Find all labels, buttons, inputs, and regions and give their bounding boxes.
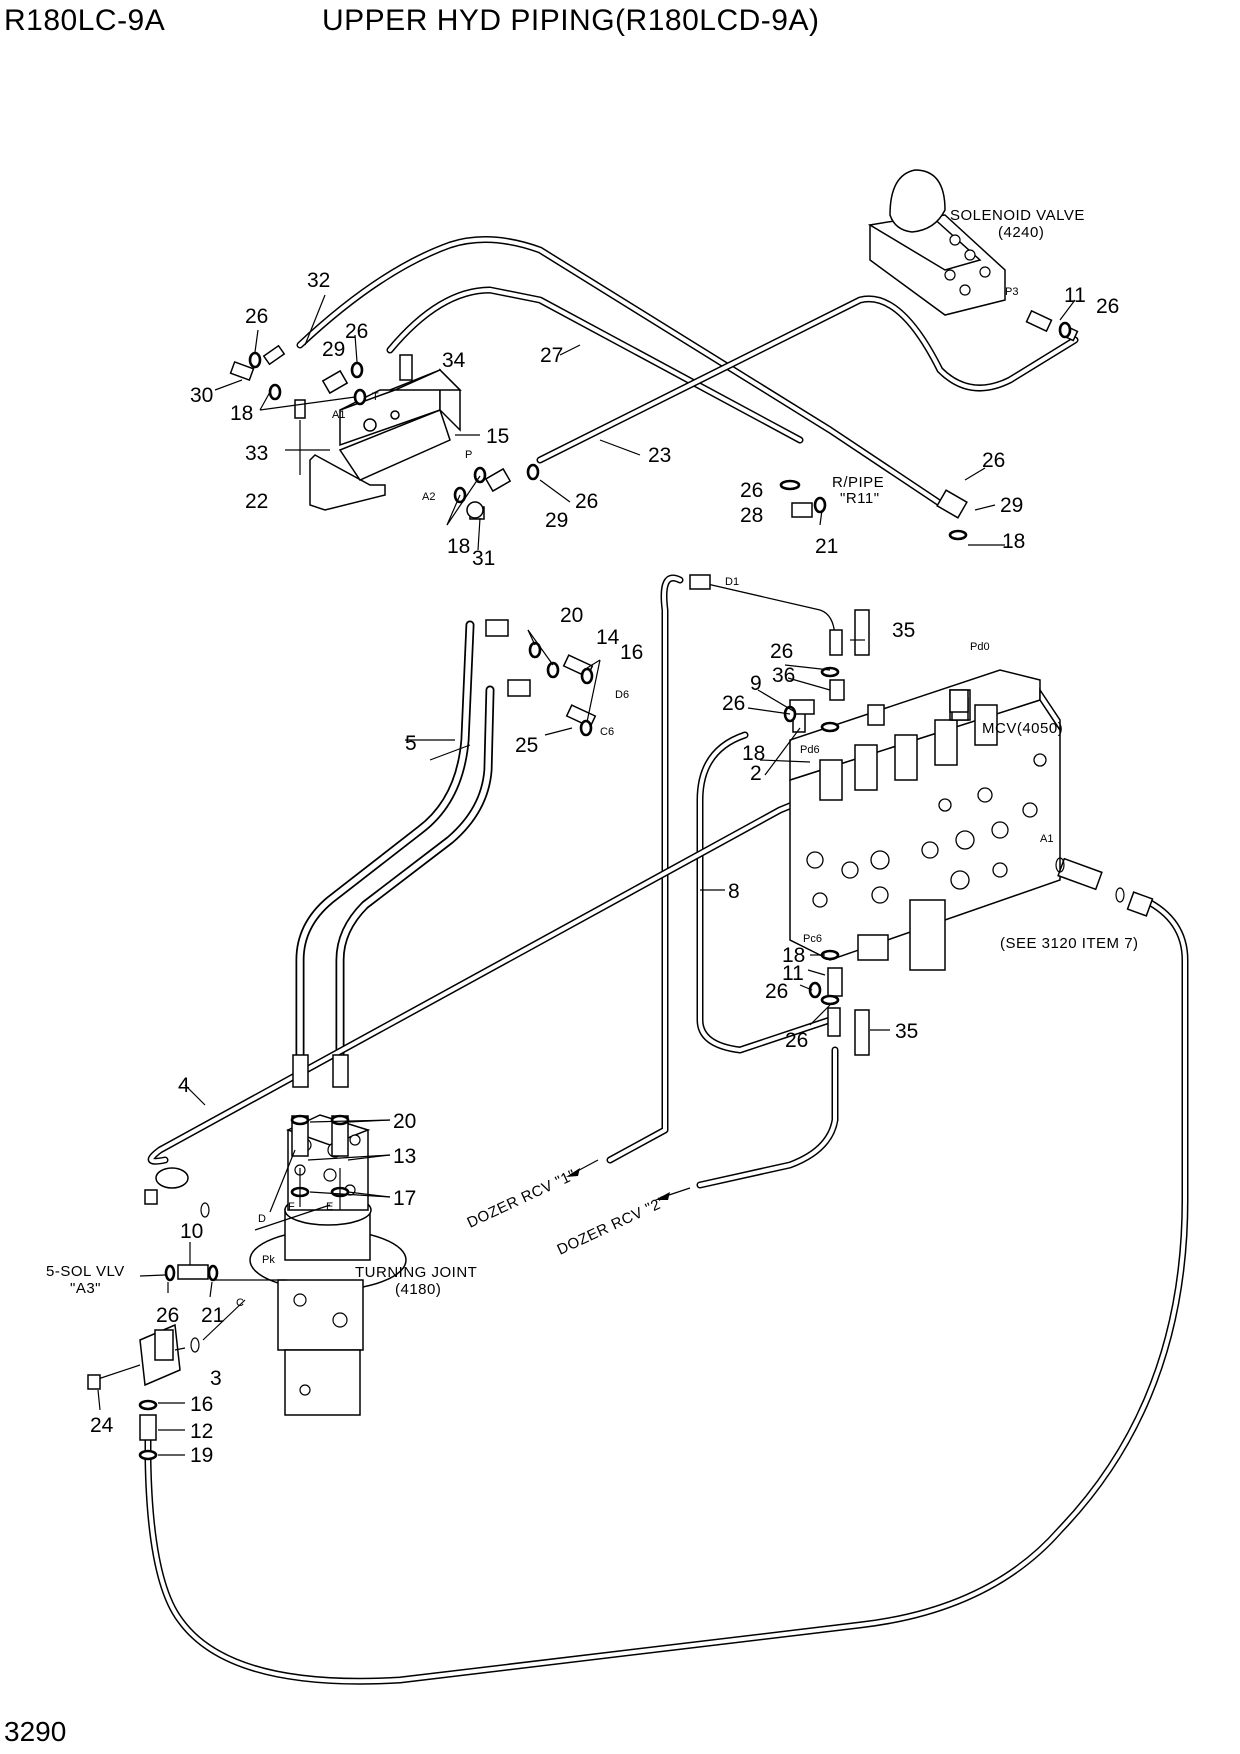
valve-block-15 [294,368,462,511]
page-number: 3290 [4,1716,67,1747]
callout-30: 30 [190,384,213,407]
turning-joint-ref: (4180) [395,1281,441,1298]
callout-26: 26 [722,692,745,715]
callout-26: 26 [785,1029,808,1052]
callout-18: 18 [1002,530,1025,553]
callout-26: 26 [245,305,268,328]
callout-35: 35 [895,1020,918,1043]
callout-20: 20 [560,604,583,627]
callout-26: 26 [765,980,788,1003]
hoses-and-pipes [144,236,1189,1685]
fittings [229,344,1154,1056]
callout-34: 34 [442,349,466,372]
see-reference-note: (SEE 3120 ITEM 7) [1000,935,1139,952]
callout-17: 17 [393,1187,416,1210]
callout-4: 4 [178,1074,190,1097]
port-a2: A2 [422,491,435,503]
callout-22: 22 [245,490,268,513]
callout-10: 10 [180,1220,203,1243]
callout-29: 29 [322,338,345,361]
callout-32: 32 [307,269,330,292]
callout-14: 14 [596,626,620,649]
callout-16: 16 [620,641,643,664]
port-d1: D1 [725,576,739,588]
callout-18: 18 [782,944,805,967]
port-labels: P3 T A1 P A2 D1 D6 C6 Pd0 Pd6 A1 Pc6 D F… [236,286,1053,1309]
callout-12: 12 [190,1420,213,1443]
solenoid-valve-assembly [867,169,1079,342]
callout-23: 23 [648,444,671,467]
callout-13: 13 [393,1145,416,1168]
callout-21: 21 [201,1304,224,1327]
callout-26: 26 [770,640,793,663]
leader-lines [97,294,1076,1456]
port-c6: C6 [600,726,614,738]
mcv-assembly [789,669,1061,971]
callout-18: 18 [447,535,470,558]
callout-11: 11 [782,962,804,985]
model-code: R180LC-9A [4,4,166,37]
port-p: P [465,449,472,461]
callout-26: 26 [156,1304,179,1327]
port-a1-mcv: A1 [1040,833,1053,845]
dozer-rcv-2-label: DOZER RCV "2" [555,1193,669,1258]
solenoid-valve-label: SOLENOID VALVE [950,207,1085,224]
mcv-label: MCV(4050) [982,720,1063,737]
callout-26: 26 [345,320,368,343]
port-d6: D6 [615,689,629,701]
callout-20: 20 [393,1110,416,1133]
callout-11: 11 [1064,284,1086,307]
callout-15: 15 [486,425,509,448]
port-p3: P3 [1005,286,1018,298]
sol-vlv-ref: "A3" [70,1280,101,1297]
solenoid-valve-ref: (4240) [998,224,1044,241]
r-pipe-ref: "R11" [840,490,880,507]
callout-9: 9 [750,672,762,695]
callout-16: 16 [190,1393,213,1416]
callout-36: 36 [772,664,795,687]
port-e: E [326,1201,333,1213]
callout-26: 26 [1096,295,1119,318]
callout-numbers: 32 26 29 26 34 27 30 18 15 33 23 22 26 2… [90,269,1119,1467]
callout-18: 18 [230,402,253,425]
callout-3: 3 [210,1367,222,1390]
callout-31: 31 [472,547,495,570]
callout-21: 21 [815,535,838,558]
callout-26: 26 [575,490,598,513]
callout-26: 26 [982,449,1005,472]
r-pipe-label: R/PIPE [832,474,884,491]
callout-25: 25 [515,734,538,757]
diagram-title: UPPER HYD PIPING(R180LCD-9A) [322,4,820,37]
port-t: T [372,391,379,403]
callout-33: 33 [245,442,268,465]
callout-29: 29 [1000,494,1023,517]
port-pk: Pk [262,1254,275,1266]
callout-18: 18 [742,742,765,765]
port-pc6: Pc6 [803,933,822,945]
port-d: D [258,1213,266,1225]
callout-2: 2 [750,762,762,785]
callout-19: 19 [190,1444,213,1467]
callout-5: 5 [405,732,417,755]
callout-35: 35 [892,619,915,642]
port-pd6: Pd6 [800,744,820,756]
port-f: F [288,1201,295,1213]
port-a1-valve: A1 [332,409,345,421]
callout-24: 24 [90,1414,114,1437]
callout-29: 29 [545,509,568,532]
callout-28: 28 [740,504,763,527]
port-pd0: Pd0 [970,641,990,653]
port-c: C [236,1297,244,1309]
turning-joint [87,1054,407,1441]
turning-joint-label: TURNING JOINT [355,1264,477,1281]
sol-vlv-label: 5-SOL VLV [46,1263,125,1280]
dozer-rcv-1-label: DOZER RCV "1" [465,1166,579,1231]
callout-8: 8 [728,880,740,903]
callout-27: 27 [540,344,563,367]
callout-26: 26 [740,479,763,502]
